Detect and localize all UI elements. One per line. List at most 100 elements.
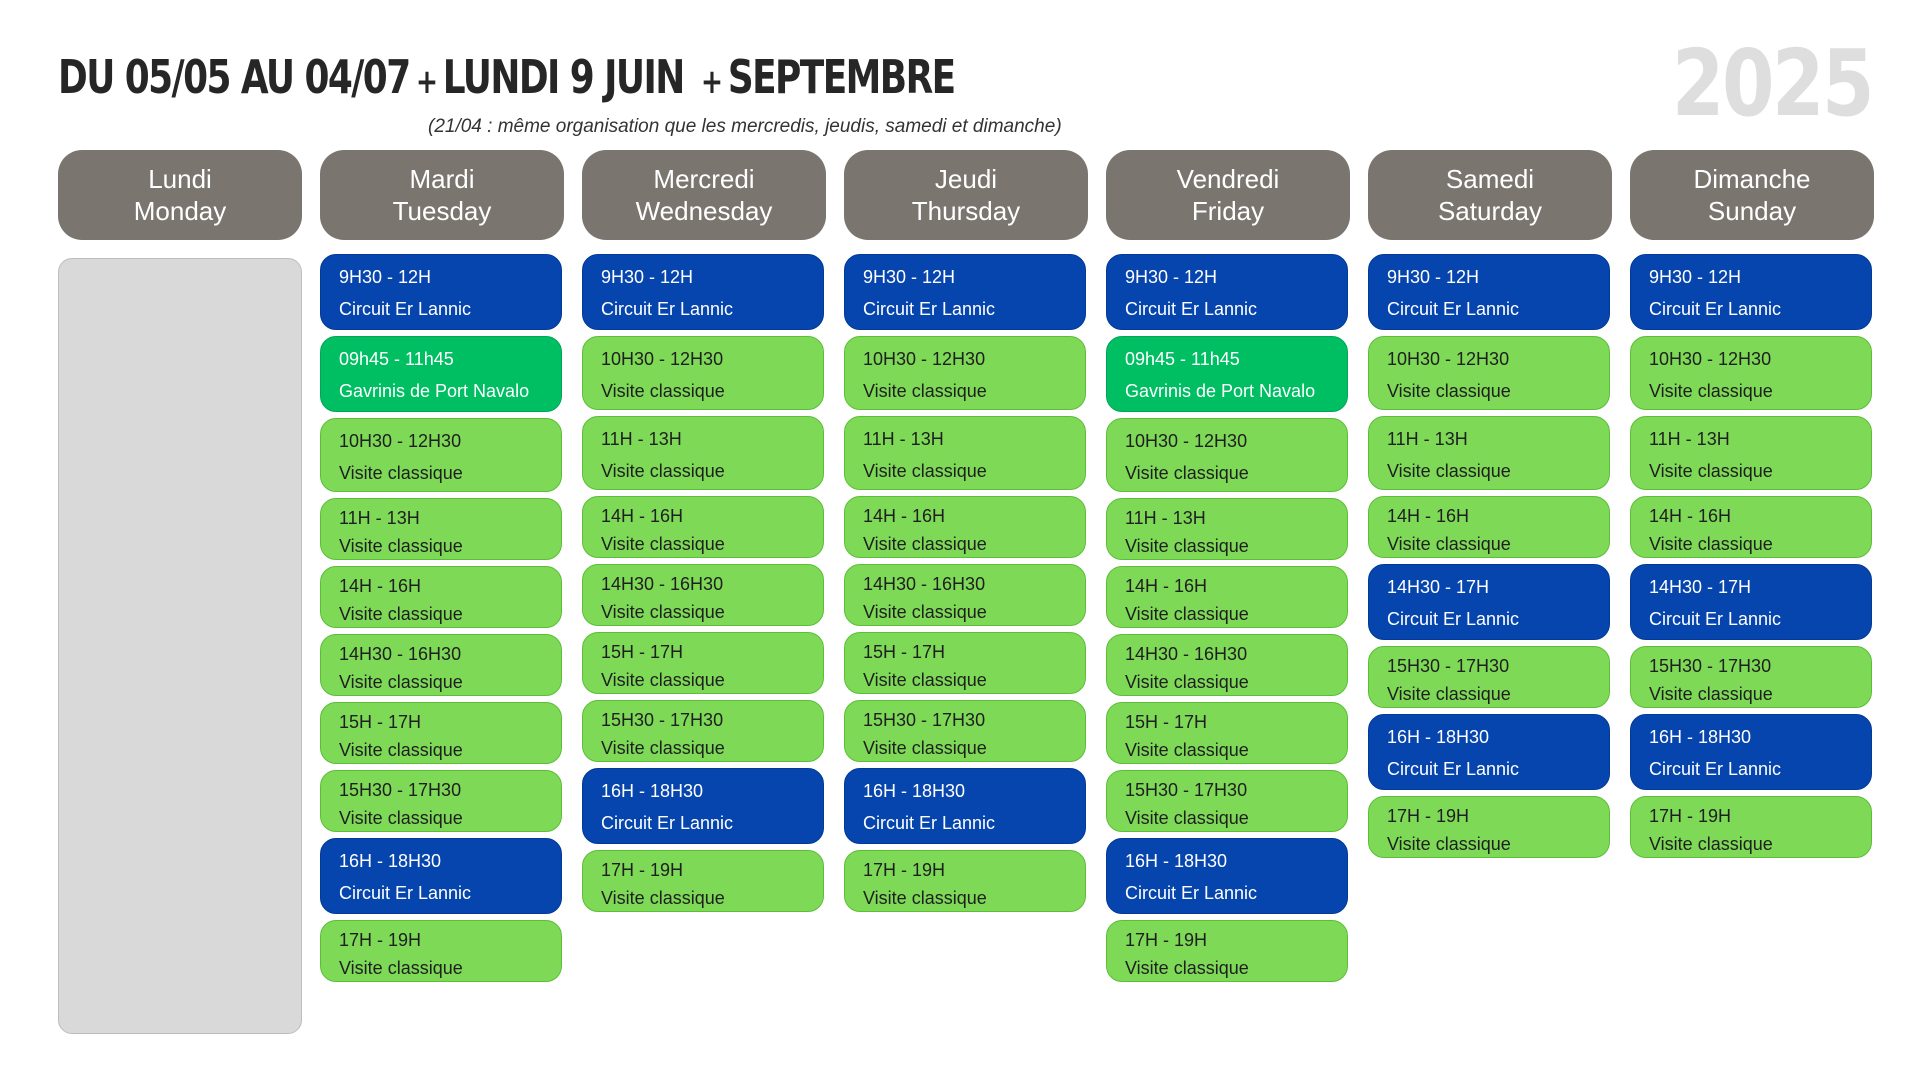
slot-time: 11H - 13H <box>1387 429 1468 449</box>
slot-activity: Circuit Er Lannic <box>601 813 734 833</box>
slot-time: 09h45 - 11h45 <box>1125 349 1240 369</box>
day-name-en: Friday <box>1191 196 1265 226</box>
slot-time: 16H - 18H30 <box>1125 851 1228 871</box>
day-name-en: Wednesday <box>635 196 773 226</box>
slot-time: 15H30 - 17H30 <box>601 710 724 730</box>
slot-activity: Visite classique <box>1649 534 1773 554</box>
slot-activity: Circuit Er Lannic <box>1125 883 1258 903</box>
slot-activity: Visite classique <box>1649 684 1773 704</box>
slot-activity: Circuit Er Lannic <box>863 299 996 319</box>
slot-activity: Circuit Er Lannic <box>339 883 472 903</box>
slot-time: 16H - 18H30 <box>339 851 442 871</box>
slot-activity: Circuit Er Lannic <box>863 813 996 833</box>
slot-time: 10H30 - 12H30 <box>863 349 986 369</box>
time-slot-card[interactable]: 14H - 16H Visite classique <box>1630 496 1872 558</box>
slot-time: 14H - 16H <box>1125 576 1208 596</box>
slot-activity: Visite classique <box>863 738 987 758</box>
slot-time: 10H30 - 12H30 <box>1387 349 1510 369</box>
slot-activity: Visite classique <box>863 461 987 481</box>
slot-time: 14H30 - 17H <box>1387 577 1490 597</box>
title-special-day: LUNDI 9 JUIN <box>442 50 686 104</box>
slot-time: 16H - 18H30 <box>601 781 704 801</box>
slot-activity: Circuit Er Lannic <box>339 299 472 319</box>
slot-activity: Circuit Er Lannic <box>1387 759 1520 779</box>
time-slot-card[interactable]: 11H - 13H Visite classique <box>1368 416 1610 490</box>
slot-time: 15H30 - 17H30 <box>1387 656 1510 676</box>
slot-activity: Visite classique <box>1387 684 1511 704</box>
slot-activity: Gavrinis de Port Navalo <box>1125 381 1316 401</box>
slot-time: 09h45 - 11h45 <box>339 349 454 369</box>
slot-time: 14H30 - 16H30 <box>863 574 986 594</box>
slot-activity: Circuit Er Lannic <box>1125 299 1258 319</box>
slot-time: 14H - 16H <box>1649 506 1732 526</box>
slot-activity: Visite classique <box>863 670 987 690</box>
slot-time: 14H30 - 16H30 <box>339 644 462 664</box>
slot-time: 9H30 - 12H <box>863 267 956 287</box>
slot-activity: Visite classique <box>339 536 463 556</box>
day-name-fr: Mercredi <box>653 164 755 194</box>
slot-time: 15H30 - 17H30 <box>1649 656 1772 676</box>
slot-activity: Visite classique <box>339 958 463 978</box>
time-slot-card[interactable]: 9H30 - 12H Circuit Er Lannic <box>844 254 1086 330</box>
slot-activity: Visite classique <box>601 534 725 554</box>
slot-activity: Visite classique <box>339 740 463 760</box>
slot-activity: Visite classique <box>1387 461 1511 481</box>
day-name-en: Sunday <box>1707 196 1797 226</box>
